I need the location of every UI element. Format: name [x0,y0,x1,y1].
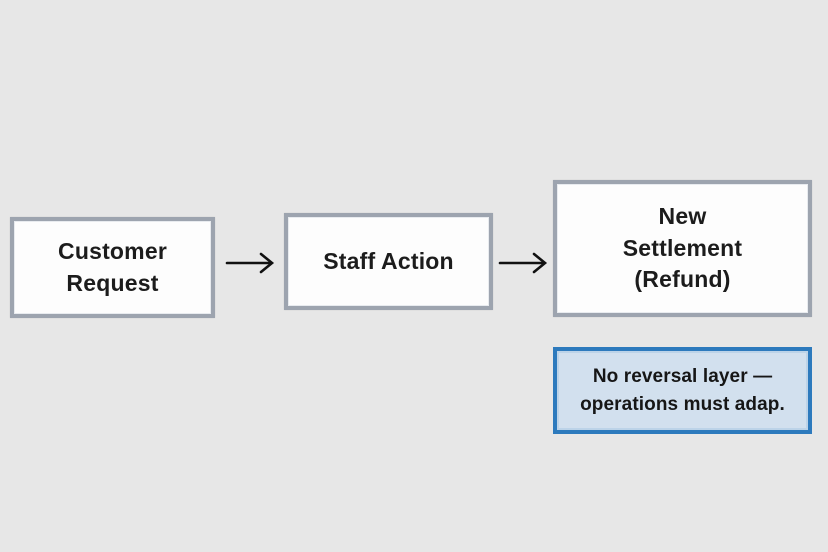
node-new-settlement-refund: New Settlement (Refund) [553,180,812,317]
note-box: No reversal layer — operations must adap… [553,347,812,434]
note-label: No reversal layer — operations must adap… [580,365,785,415]
node-new-settlement-refund-label: New Settlement (Refund) [622,202,743,293]
node-staff-action-label: Staff Action [323,247,454,274]
arrow-right-icon [225,252,275,274]
arrow-right-icon [498,252,548,274]
node-customer-request-label: Customer Request [58,237,167,296]
node-customer-request: Customer Request [10,217,215,318]
node-staff-action: Staff Action [284,213,493,310]
